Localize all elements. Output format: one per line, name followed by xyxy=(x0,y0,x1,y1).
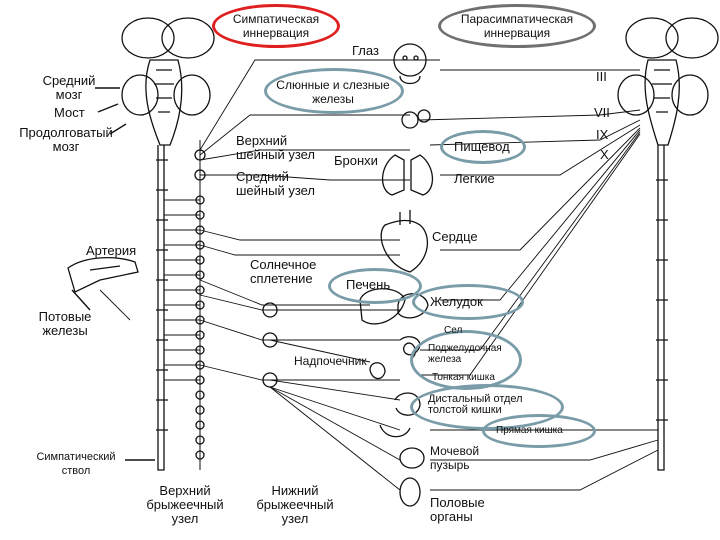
organ-salivary-glands xyxy=(401,109,431,129)
left-spinal-cord xyxy=(156,145,168,471)
pons-label: Мост xyxy=(54,105,85,120)
lungs-label: Легкие xyxy=(454,171,495,186)
organ-rectum xyxy=(379,424,411,438)
prevertebral-ganglia xyxy=(262,302,278,388)
sympathetic-header-oval xyxy=(212,4,340,48)
organ-lungs xyxy=(381,154,434,196)
sweat-glands-label: Потовые железы xyxy=(38,309,92,338)
organ-genitals xyxy=(399,477,421,507)
genitals-label: Половые органы xyxy=(430,495,485,524)
liver-oval xyxy=(328,268,422,304)
artery-label: Артерия xyxy=(86,243,137,258)
rectum-label: Прямая кишка xyxy=(496,425,563,436)
midbrain-label: Средний мозг xyxy=(42,73,96,102)
stomach-oval xyxy=(412,284,524,320)
heart-label: Сердце xyxy=(432,229,478,244)
cranial-nerve-IX: IX xyxy=(596,127,609,142)
rectum-oval xyxy=(482,414,596,448)
organ-heart xyxy=(380,210,429,273)
esophagus-oval xyxy=(440,130,526,164)
rami xyxy=(164,199,200,381)
middle-cervical-label: Средний шейный узел xyxy=(236,169,316,198)
salivary-label: Слюнные и слезные железы xyxy=(276,78,390,106)
superior-cervical-label: Верхний шейный узел xyxy=(236,133,316,162)
spleen-partial-label: Сел xyxy=(444,325,463,336)
organ-arm-artery xyxy=(67,257,139,293)
right-spinal-cord xyxy=(656,145,668,471)
esophagus-label: Пищевод xyxy=(454,139,510,154)
organ-eye xyxy=(393,43,427,85)
right-brain xyxy=(617,17,719,146)
bladder-label: Мочевой пузырь xyxy=(430,444,480,472)
cranial-nerve-VII: VII xyxy=(594,105,610,120)
parasympathetic-header: Парасимпатическая иннервация xyxy=(460,12,574,40)
sympathetic-fibers xyxy=(99,59,440,491)
parasympathetic-header-oval xyxy=(438,4,596,48)
adrenal-label: Надпочечник xyxy=(294,354,367,368)
superior-mesenteric-label: Верхний брыжеечный узел xyxy=(146,483,224,526)
cranial-nerve-X: X xyxy=(600,147,609,162)
pancreas-label: Поджелудочная железа xyxy=(428,343,502,365)
liver-label: Печень xyxy=(346,277,391,292)
medulla-label: Продолговатый мозг xyxy=(19,125,113,154)
inferior-mesenteric-label: Нижний брыжеечный узел xyxy=(256,483,334,526)
sympathetic-header: Симпатическая иннервация xyxy=(232,12,320,40)
bronchi-label: Бронхи xyxy=(334,153,378,168)
organ-bladder xyxy=(399,447,425,469)
stomach-label: Желудок xyxy=(430,294,483,309)
sympathetic-trunk-label: Симпатический ствол xyxy=(36,451,116,477)
left-brain xyxy=(121,17,215,146)
salivary-oval xyxy=(264,68,404,114)
solar-plexus-label: Солнечное сплетение xyxy=(250,257,317,286)
small-intestine-label: Тонкая кишка xyxy=(432,372,495,383)
organ-adrenal xyxy=(369,362,386,380)
cranial-nerve-III: III xyxy=(596,69,607,84)
eye-label: Глаз xyxy=(352,43,379,58)
label-pointers xyxy=(71,87,155,461)
distal-colon-label: Дистальный отдел толстой кишки xyxy=(428,393,523,416)
